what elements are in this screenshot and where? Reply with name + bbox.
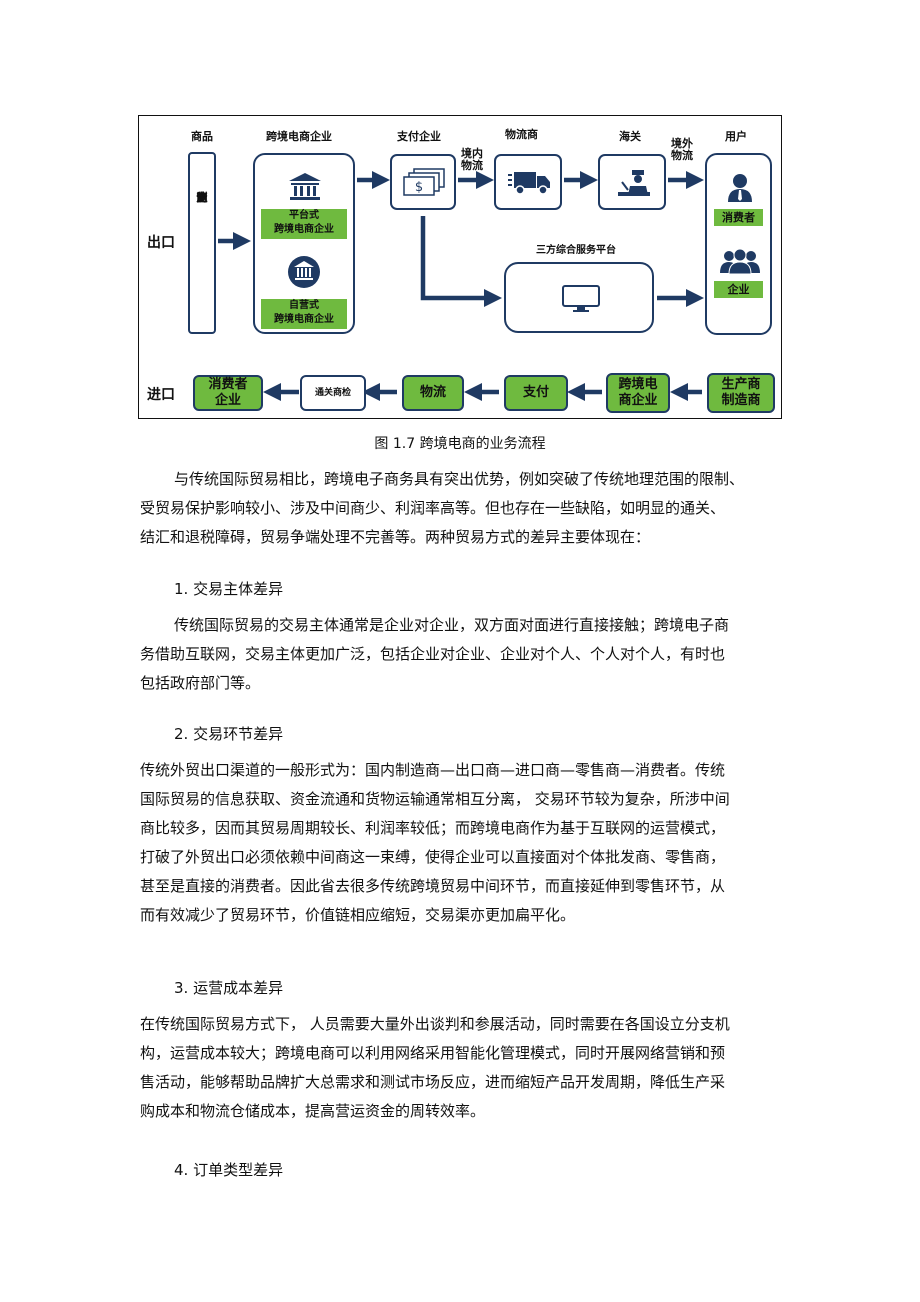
header-ce-enterprise: 跨境电商企业 bbox=[266, 130, 332, 143]
customs-officer-icon bbox=[618, 170, 650, 196]
import-payment-box: 支付 bbox=[504, 375, 568, 411]
ce-enterprise-box: 平台式 跨境电商企业 自营式 跨境电商企业 bbox=[253, 153, 355, 334]
bank-circle-icon bbox=[288, 256, 320, 288]
producer-char: 生 bbox=[196, 191, 208, 204]
consumer-icon bbox=[728, 174, 752, 202]
user-box: 消费者 企业 bbox=[705, 153, 772, 335]
enterprise-people-icon bbox=[720, 248, 760, 275]
text-line: 传统外贸出口渠道的一般形式为：国内制造商—出口商—进口商—零售商—消费者。传统 bbox=[140, 761, 726, 779]
producer-char: 商 bbox=[196, 191, 208, 204]
import-label: 进口 bbox=[147, 387, 175, 403]
import-consumer-box: 消费者 企业 bbox=[193, 375, 263, 411]
bank-icon bbox=[289, 173, 321, 200]
figure-caption: 图 1.7 跨境电商的业务流程 bbox=[374, 436, 546, 452]
text-line: 3. 运营成本差异 bbox=[174, 979, 284, 997]
producer-char: 制 bbox=[196, 191, 208, 204]
text-line: 而有效减少了贸易环节，价值链相应缩短，交易渠亦更加扁平化。 bbox=[140, 906, 576, 924]
monitor-icon bbox=[562, 285, 600, 312]
paragraph-3: 在传统国际贸易方式下， 人员需要大量外出谈判和参展活动，同时需要在各国设立分支机… bbox=[140, 1010, 800, 1126]
text-line: 售活动，能够帮助品牌扩大总需求和测试市场反应，进而缩短产品开发周期，降低生产采 bbox=[140, 1073, 726, 1091]
producer-char: 产 bbox=[196, 191, 208, 204]
text-line: 甚至是直接的消费者。因此省去很多传统跨境贸易中间环节，而直接延伸到零售环节，从 bbox=[140, 877, 726, 895]
text-line: 结汇和退税障碍，贸易争端处理不完善等。两种贸易方式的差异主要体现在： bbox=[140, 528, 651, 546]
arrow-payment-thirdparty bbox=[420, 216, 502, 307]
customs-box bbox=[598, 154, 666, 210]
text-line: 2. 交易环节差异 bbox=[174, 725, 284, 743]
producer-box: 生产商/制造商 bbox=[188, 152, 216, 334]
platform-ce-label: 平台式 跨境电商企业 bbox=[261, 209, 347, 239]
flow-arrows bbox=[218, 171, 704, 401]
consumer-label: 消费者 bbox=[714, 209, 763, 226]
header-goods: 商品 bbox=[191, 130, 213, 143]
heading-2: 2. 交易环节差异 bbox=[174, 720, 834, 749]
producer-char: / bbox=[199, 191, 205, 204]
import-clearance-box: 通关商检 bbox=[300, 375, 366, 411]
paragraph-2: 传统外贸出口渠道的一般形式为：国内制造商—出口商—进口商—零售商—消费者。传统国… bbox=[140, 756, 800, 930]
flow-diagram: 商品 跨境电商企业 支付企业 物流商 海关 用户 出口 进口 生产商/制造商 平… bbox=[138, 115, 782, 419]
header-customs: 海关 bbox=[619, 130, 641, 143]
import-logistics-box: 物流 bbox=[402, 375, 464, 411]
producer-char: 商 bbox=[196, 191, 208, 204]
heading-1: 1. 交易主体差异 bbox=[174, 575, 834, 604]
text-line: 包括政府部门等。 bbox=[140, 674, 261, 692]
text-line: 4. 订单类型差异 bbox=[174, 1161, 284, 1179]
text-line: 商比较多，因而其贸易周期较长、利润率较低；而跨境电商作为基于互联网的运营模式， bbox=[140, 819, 726, 837]
third-party-label: 三方综合服务平台 bbox=[536, 245, 616, 256]
text-line: 国际贸易的信息获取、资金流通和货物运输通常相互分离， 交易环节较为复杂，所涉中间 bbox=[140, 790, 730, 808]
import-ce-box: 跨境电 商企业 bbox=[606, 373, 670, 413]
paragraph-1: 传统国际贸易的交易主体通常是企业对企业，双方面对面进行直接接触；跨境电子商务借助… bbox=[140, 611, 834, 698]
foreign-logistics-label: 境外 物流 bbox=[671, 137, 693, 162]
payment-box: $ bbox=[390, 154, 456, 210]
header-user: 用户 bbox=[725, 130, 747, 143]
producer-char: 造 bbox=[196, 191, 208, 204]
text-line: 受贸易保护影响较小、涉及中间商少、利润率高等。但也存在一些缺陷，如明显的通关、 bbox=[140, 499, 726, 517]
header-payment: 支付企业 bbox=[397, 130, 441, 143]
text-line: 1. 交易主体差异 bbox=[174, 580, 284, 598]
self-ce-label: 自营式 跨境电商企业 bbox=[261, 299, 347, 329]
heading-4: 4. 订单类型差异 bbox=[174, 1156, 834, 1185]
text-line: 务借助互联网，交易主体更加广泛，包括企业对企业、企业对个人、个人对个人，有时也 bbox=[140, 645, 726, 663]
domestic-logistics-label: 境内 物流 bbox=[461, 147, 483, 172]
export-label: 出口 bbox=[147, 235, 175, 251]
text-line: 传统国际贸易的交易主体通常是企业对企业，双方面对面进行直接接触；跨境电子商 bbox=[174, 616, 730, 634]
svg-text:$: $ bbox=[415, 180, 423, 195]
header-logistics: 物流商 bbox=[505, 128, 538, 141]
heading-3: 3. 运营成本差异 bbox=[174, 974, 834, 1003]
paragraph-intro: 与传统国际贸易相比，跨境电子商务具有突出优势，例如突破了传统地理范围的限制、受贸… bbox=[140, 465, 834, 552]
logistics-box bbox=[494, 154, 562, 210]
import-producer-box: 生产商 制造商 bbox=[707, 373, 775, 413]
money-icon: $ bbox=[403, 168, 445, 196]
text-line: 打破了外贸出口必须依赖中间商这一束缚，使得企业可以直接面对个体批发商、零售商， bbox=[140, 848, 726, 866]
text-line: 与传统国际贸易相比，跨境电子商务具有突出优势，例如突破了传统地理范围的限制、 bbox=[174, 470, 745, 488]
enterprise-label: 企业 bbox=[714, 281, 763, 298]
text-line: 在传统国际贸易方式下， 人员需要大量外出谈判和参展活动，同时需要在各国设立分支机 bbox=[140, 1015, 730, 1033]
truck-icon bbox=[508, 172, 550, 195]
third-party-box bbox=[504, 262, 654, 333]
text-line: 构，运营成本较大；跨境电商可以利用网络采用智能化管理模式，同时开展网络营销和预 bbox=[140, 1044, 726, 1062]
text-line: 购成本和物流仓储成本，提高营运资金的周转效率。 bbox=[140, 1102, 486, 1120]
